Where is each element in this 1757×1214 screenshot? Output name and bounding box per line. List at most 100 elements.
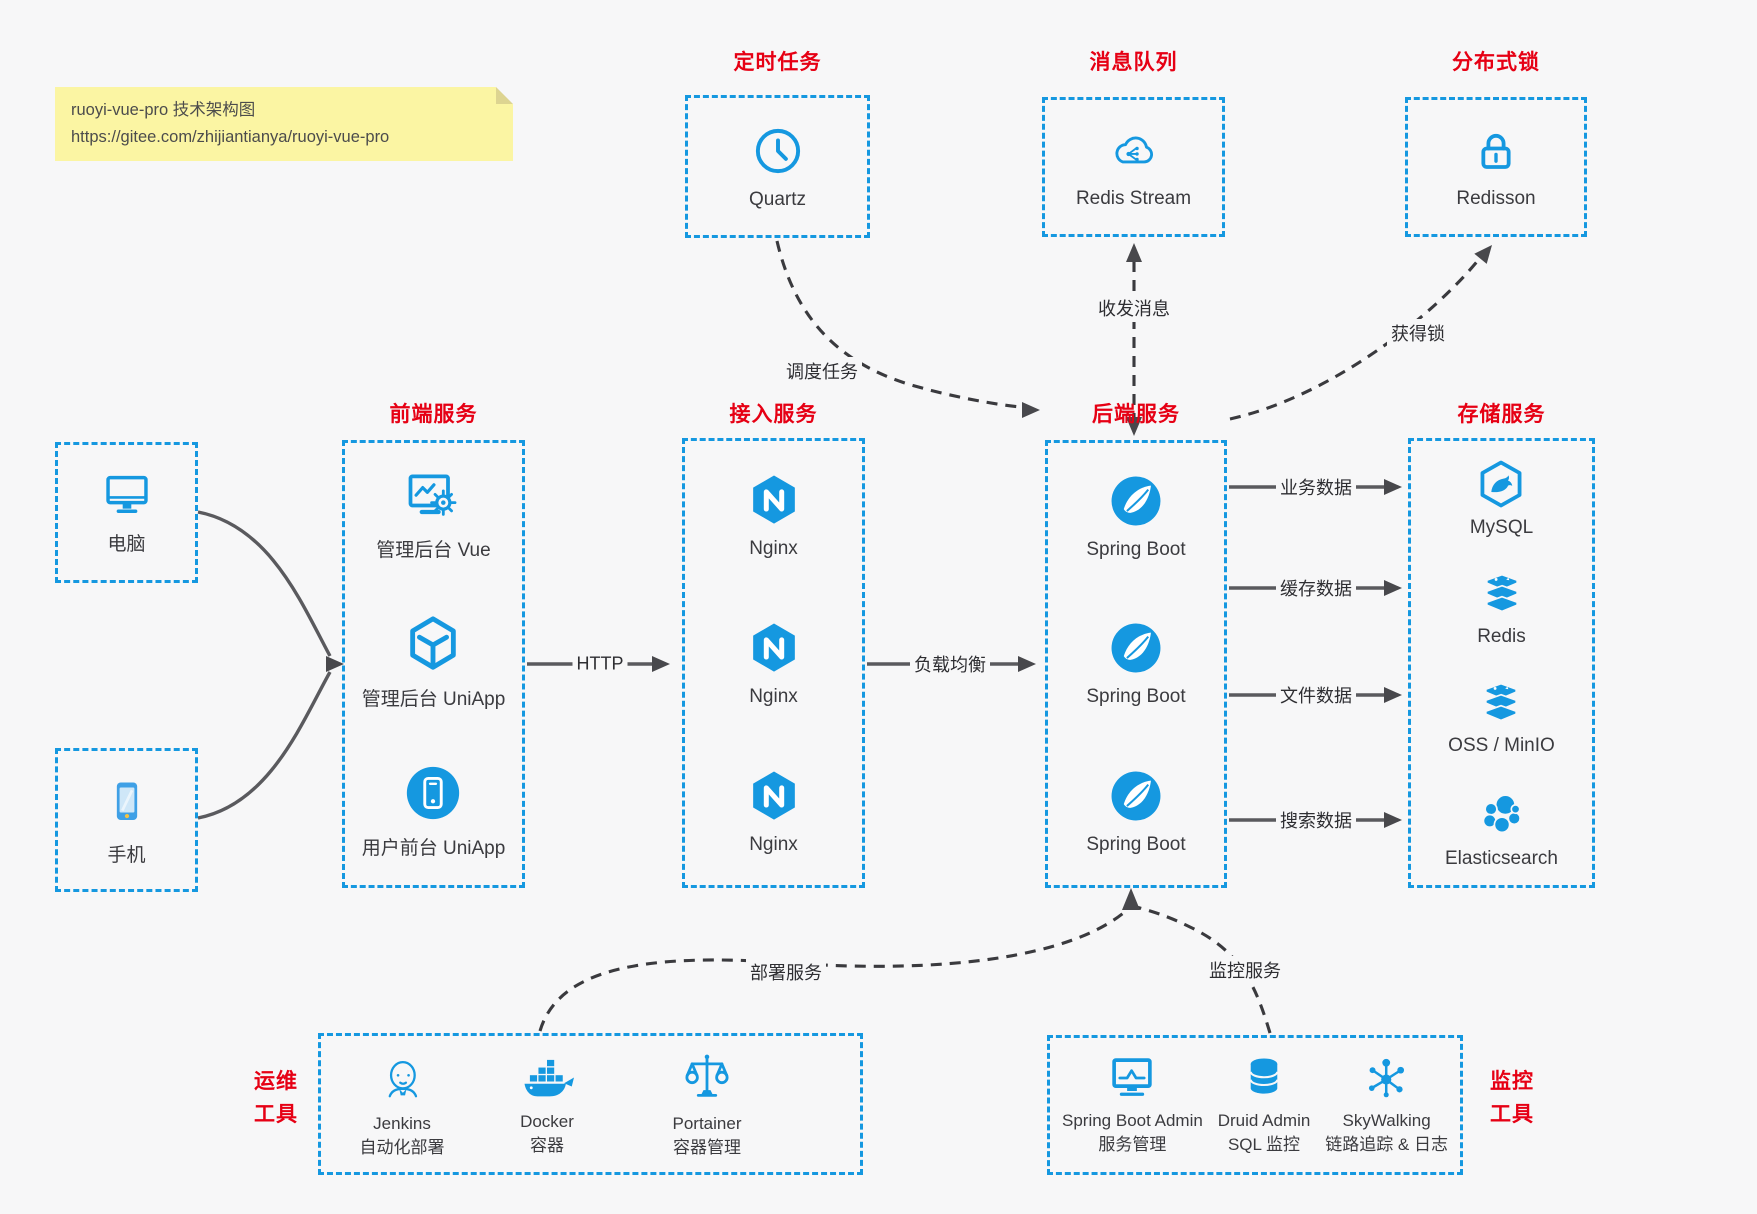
node-admin-vue: 管理后台 Vue xyxy=(376,468,491,562)
section-title-distributed-lock: 分布式锁 xyxy=(1452,51,1540,74)
node-label: 管理后台 Vue xyxy=(376,540,491,562)
spring-boot-icon xyxy=(1111,476,1161,526)
section-title-message-queue: 消息队列 xyxy=(1089,51,1178,74)
node-spring-boot-3: Spring Boot xyxy=(1086,767,1186,856)
uniapp-cube-icon xyxy=(410,616,457,670)
skywalking-icon xyxy=(1368,1059,1404,1098)
edge-label-search-data: 搜索数据 xyxy=(1276,806,1356,834)
ops-tools-title: 运维 工具 xyxy=(254,1070,298,1126)
edge-label-load-balance: 负载均衡 xyxy=(910,650,990,678)
section-title-backend: 后端服务 xyxy=(1092,403,1180,426)
quartz-box: Quartz xyxy=(685,95,870,238)
node-label: Redis xyxy=(1477,625,1526,647)
mysql-icon xyxy=(1481,460,1522,507)
admin-vue-icon xyxy=(409,474,457,517)
node-spring-boot-1: Spring Boot xyxy=(1086,472,1186,561)
node-user-uniapp: 用户前台 UniApp xyxy=(361,762,506,860)
desktop-icon xyxy=(105,475,148,513)
node-label: Druid Admin SQL 监控 xyxy=(1217,1111,1311,1154)
edge-label-acquire-lock: 获得锁 xyxy=(1387,319,1449,347)
portainer-icon xyxy=(685,1054,729,1097)
node-label: Spring Boot xyxy=(1086,833,1186,855)
section-title-scheduled-tasks: 定时任务 xyxy=(733,51,822,74)
storage-services-box: MySQL Redis xyxy=(1408,438,1595,888)
redis-stream-box: Redis Stream xyxy=(1042,97,1225,237)
edge-label-schedule-task: 调度任务 xyxy=(782,357,862,385)
redisson-box: Redisson xyxy=(1405,97,1587,237)
jenkins-icon xyxy=(388,1061,418,1098)
monitor-tools-title: 监控 工具 xyxy=(1490,1070,1534,1126)
node-label: MySQL xyxy=(1469,516,1534,538)
node-nginx-2: Nginx xyxy=(745,619,803,708)
elasticsearch-icon xyxy=(1482,793,1521,833)
node-jenkins: Jenkins 自动化部署 xyxy=(327,1048,477,1160)
edge-label-http: HTTP xyxy=(572,652,628,676)
mobile-client-box: 手机 xyxy=(55,748,198,892)
edge-label-file-data: 文件数据 xyxy=(1276,681,1356,709)
node-label: Elasticsearch xyxy=(1445,847,1558,869)
node-label: Spring Boot xyxy=(1086,686,1186,708)
node-mobile: 手机 xyxy=(58,751,195,889)
node-pc: 电脑 xyxy=(58,445,195,580)
druid-icon xyxy=(1249,1058,1279,1094)
node-docker: Docker 容器 xyxy=(477,1050,617,1158)
node-spring-boot-2: Spring Boot xyxy=(1086,619,1186,708)
node-label: 电脑 xyxy=(107,534,146,555)
node-label: Spring Boot Admin 服务管理 xyxy=(1062,1111,1203,1154)
node-label: 用户前台 UniApp xyxy=(361,837,506,859)
user-uniapp-icon xyxy=(407,766,460,819)
cloud-stream-icon xyxy=(1114,136,1153,164)
node-label: OSS / MinIO xyxy=(1448,734,1555,756)
edge-label-monitor-service: 监控服务 xyxy=(1205,956,1285,984)
node-redisson: Redisson xyxy=(1408,100,1584,234)
ops-tools-box: Jenkins 自动化部署 Docke xyxy=(318,1033,863,1175)
edge-label-send-receive-message: 收发消息 xyxy=(1094,294,1174,322)
nginx-icon xyxy=(752,623,795,672)
node-label: SkyWalking 链路追踪 & 日志 xyxy=(1325,1111,1448,1154)
redis-icon xyxy=(1485,573,1518,612)
node-label: 手机 xyxy=(107,844,146,866)
oss-icon xyxy=(1485,682,1518,721)
node-nginx-3: Nginx xyxy=(745,767,803,856)
sticky-note: ruoyi-vue-pro 技术架构图 https://gitee.com/zh… xyxy=(55,87,513,162)
node-label: Jenkins 自动化部署 xyxy=(359,1114,445,1157)
docker-icon xyxy=(524,1060,574,1097)
node-label: 管理后台 UniApp xyxy=(361,688,506,710)
frontend-services-box: 管理后台 Vue 管理后台 UniApp 用户前台 Un xyxy=(342,440,525,888)
node-label: Nginx xyxy=(749,685,798,707)
node-label: Quartz xyxy=(748,188,807,210)
section-title-storage: 存储服务 xyxy=(1457,403,1546,426)
node-label: Spring Boot xyxy=(1086,539,1186,561)
node-druid-admin: Druid Admin SQL 监控 xyxy=(1217,1053,1311,1157)
node-mysql: MySQL xyxy=(1470,457,1533,539)
node-label: Docker 容器 xyxy=(520,1112,574,1155)
node-elasticsearch: Elasticsearch xyxy=(1445,788,1558,870)
note-url: https://gitee.com/zhijiantianya/ruoyi-vu… xyxy=(71,128,390,147)
node-label: Nginx xyxy=(749,537,798,559)
section-title-gateway: 接入服务 xyxy=(729,403,818,426)
spring-boot-icon xyxy=(1111,624,1161,673)
node-redis: Redis xyxy=(1475,570,1529,648)
edge-label-cache-data: 缓存数据 xyxy=(1276,574,1356,602)
lock-icon xyxy=(1481,133,1511,169)
edge-label-deploy-service: 部署服务 xyxy=(746,958,826,986)
section-title-frontend: 前端服务 xyxy=(389,403,478,426)
node-label: Redisson xyxy=(1456,188,1536,209)
monitor-tools-box: Spring Boot Admin 服务管理 Druid Admin SQL 监… xyxy=(1047,1035,1463,1175)
pc-client-box: 电脑 xyxy=(55,442,198,583)
node-label: Redis Stream xyxy=(1075,188,1192,209)
gateway-services-box: Nginx Nginx Nginx xyxy=(682,438,865,888)
node-oss-minio: OSS / MinIO xyxy=(1448,679,1555,757)
node-redis-stream: Redis Stream xyxy=(1045,100,1222,234)
node-skywalking: SkyWalking 链路追踪 & 日志 xyxy=(1325,1053,1448,1157)
node-nginx-1: Nginx xyxy=(745,471,803,560)
node-label: Nginx xyxy=(749,833,798,855)
clock-icon xyxy=(755,128,800,173)
node-spring-boot-admin: Spring Boot Admin 服务管理 xyxy=(1062,1053,1203,1157)
node-admin-uniapp: 管理后台 UniApp xyxy=(361,613,506,711)
smartphone-icon xyxy=(116,781,137,820)
node-label: Portainer 容器管理 xyxy=(672,1114,742,1157)
spring-boot-admin-icon xyxy=(1112,1058,1153,1097)
nginx-icon xyxy=(752,771,795,820)
